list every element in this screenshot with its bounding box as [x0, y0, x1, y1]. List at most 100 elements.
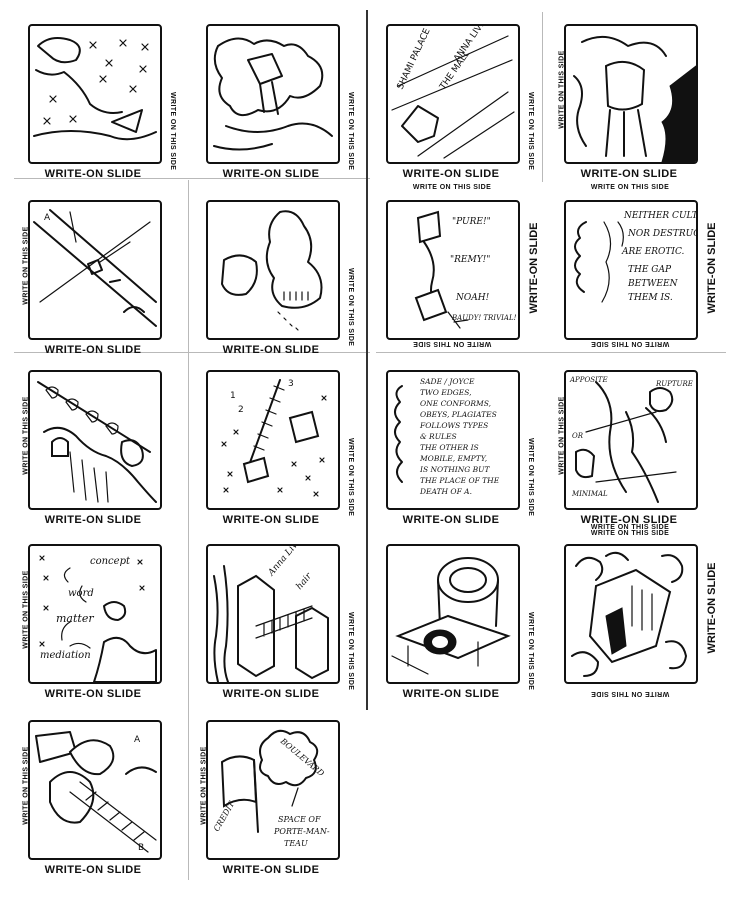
slide-7-label-remy: "REMY!"	[450, 255, 490, 265]
slide-3: ANNA LIVIA SHAMI PALACE THE MALL WRITE O…	[370, 16, 540, 191]
slide-11-text-7: THE OTHER IS	[420, 443, 479, 452]
slide-7: "PURE!" "REMY!" NOAH! BAUDY! TRIVIAL! WR…	[370, 192, 540, 364]
slide-caption: WRITE-ON SLIDE	[44, 688, 142, 700]
slide-5: A WRITE ON THIS SIDE WRITE-ON SLIDE	[12, 192, 182, 364]
slide-caption: WRITE-ON SLIDE	[528, 222, 540, 314]
slide-12-label-apposite: APPOSITE	[569, 376, 608, 384]
slide-11-text-6: & RULES	[420, 432, 457, 441]
side-label: WRITE ON THIS SIDE	[22, 396, 30, 475]
slide-7-drawing: "PURE!" "REMY!" NOAH! BAUDY! TRIVIAL!	[386, 200, 520, 340]
slide-18-label-porte: PORTE-MAN-	[273, 827, 330, 836]
slide-10-label-2: 2	[238, 405, 244, 415]
slide-11-text-11: DEATH OF A.	[419, 487, 472, 496]
slide-5-label-a: A	[44, 213, 51, 223]
side-label: WRITE ON THIS SIDE	[527, 612, 534, 691]
slide-11-text-4: OBEYS, PLAGIATES	[420, 410, 497, 419]
slide-2-drawing	[206, 24, 340, 164]
side-label: WRITE ON THIS SIDE	[347, 92, 354, 171]
slide-1: WRITE ON THIS SIDE WRITE-ON SLIDE	[12, 16, 182, 188]
slide-17-label-a: A	[134, 735, 141, 745]
slide-11: SADE / JOYCE TWO EDGES, ONE CONFORMS, OB…	[370, 362, 540, 534]
slide-7-label-noah: NOAH!	[455, 293, 490, 303]
slide-17-label-b: B	[138, 843, 144, 853]
slide-4: WRITE ON THIS SIDE WRITE-ON SLIDE WRITE …	[548, 16, 718, 191]
side-label: WRITE ON THIS SIDE	[590, 530, 670, 537]
slide-caption: WRITE-ON SLIDE	[222, 864, 320, 876]
slide-10-label-1: 1	[230, 391, 236, 401]
slide-caption: WRITE-ON SLIDE	[580, 168, 678, 180]
slide-12-label-or: OR	[572, 432, 584, 440]
slide-2: WRITE ON THIS SIDE WRITE-ON SLIDE	[190, 16, 360, 188]
slide-18-label-space: SPACE OF	[278, 815, 321, 824]
slide-7-label-baudy: BAUDY! TRIVIAL!	[451, 314, 517, 322]
side-label: WRITE ON THIS SIDE	[527, 92, 534, 171]
slide-13-label-concept: concept	[90, 556, 131, 567]
slide-14: Anna Livia's hair WRITE ON THIS SIDE WRI…	[190, 536, 360, 708]
slide-9: WRITE ON THIS SIDE WRITE-ON SLIDE	[12, 362, 182, 534]
slide-7-label-pure: "PURE!"	[452, 217, 491, 227]
slide-8-text-1: NEITHER CULTURE	[623, 211, 696, 221]
slide-11-text-10: THE PLACE OF THE	[420, 476, 500, 485]
side-label: WRITE ON THIS SIDE	[590, 184, 670, 191]
slide-caption: WRITE-ON SLIDE	[402, 514, 500, 526]
slide-16: WRITE ON THIS SIDE WRITE-ON SLIDE WRITE …	[548, 524, 718, 700]
cut-line	[188, 180, 189, 880]
slide-18-label-teau: TEAU	[284, 839, 308, 848]
slide-5-drawing: A	[28, 200, 162, 340]
slide-13-label-word: word	[68, 588, 94, 599]
slide-8: NEITHER CULTURE NOR DESTRUCTION ARE EROT…	[548, 192, 718, 364]
side-label: WRITE ON THIS SIDE	[527, 438, 534, 517]
slide-10: 1 2 3 WRITE ON THIS SIDE WRITE-ON SLIDE	[190, 362, 360, 534]
side-label: WRITE ON THIS SIDE	[347, 438, 354, 517]
cut-line	[14, 178, 370, 179]
slide-8-drawing: NEITHER CULTURE NOR DESTRUCTION ARE EROT…	[564, 200, 698, 340]
side-label: WRITE ON THIS SIDE	[347, 612, 354, 691]
slide-caption: WRITE-ON SLIDE	[222, 168, 320, 180]
side-label: WRITE ON THIS SIDE	[22, 746, 30, 825]
side-label: WRITE ON THIS SIDE	[22, 226, 30, 305]
slide-17: A B WRITE ON THIS SIDE WRITE-ON SLIDE	[12, 712, 182, 884]
slide-12-label-rupture: RUPTURE	[655, 380, 693, 388]
slide-9-drawing	[28, 370, 162, 510]
slide-caption: WRITE-ON SLIDE	[402, 688, 500, 700]
slide-13-label-matter: matter	[56, 612, 94, 625]
slide-6-drawing	[206, 200, 340, 340]
side-label: WRITE ON THIS SIDE	[590, 690, 670, 697]
slide-14-drawing: Anna Livia's hair	[206, 544, 340, 684]
slide-18-label-boulevard: BOULEVARD	[278, 736, 326, 779]
slide-17-drawing: A B	[28, 720, 162, 860]
slide-3-drawing: ANNA LIVIA SHAMI PALACE THE MALL	[386, 24, 520, 164]
slide-12-label-minimal: MINIMAL	[571, 490, 608, 498]
slide-18: BOULEVARD CREDIT SPACE OF PORTE-MAN- TEA…	[190, 712, 360, 884]
slide-11-text-2: TWO EDGES,	[420, 388, 471, 397]
cut-line	[366, 10, 368, 710]
slide-caption: WRITE-ON SLIDE	[706, 222, 718, 314]
slide-6: WRITE ON THIS SIDE WRITE-ON SLIDE	[190, 192, 360, 364]
slide-12-drawing: APPOSITE RUPTURE OR MINIMAL	[564, 370, 698, 510]
slide-caption: WRITE-ON SLIDE	[580, 514, 678, 526]
slide-12: APPOSITE RUPTURE OR MINIMAL WRITE ON THI…	[548, 362, 718, 537]
cut-line	[14, 352, 370, 353]
slide-caption: WRITE-ON SLIDE	[222, 514, 320, 526]
side-label: WRITE ON THIS SIDE	[412, 340, 492, 347]
slide-8-text-5: BETWEEN	[627, 279, 679, 289]
slide-caption: WRITE-ON SLIDE	[44, 168, 142, 180]
slide-11-drawing: SADE / JOYCE TWO EDGES, ONE CONFORMS, OB…	[386, 370, 520, 510]
slide-13-drawing: concept word matter mediation	[28, 544, 162, 684]
slide-1-drawing	[28, 24, 162, 164]
slide-11-text-3: ONE CONFORMS,	[420, 399, 491, 408]
side-label: WRITE ON THIS SIDE	[558, 50, 566, 129]
slide-caption: WRITE-ON SLIDE	[706, 562, 718, 654]
slide-caption: WRITE-ON SLIDE	[44, 514, 142, 526]
slide-8-text-4: THE GAP	[628, 265, 672, 275]
slide-15: WRITE ON THIS SIDE WRITE-ON SLIDE	[370, 536, 540, 708]
slide-caption: WRITE-ON SLIDE	[222, 344, 320, 356]
slide-13-label-mediation: mediation	[40, 650, 91, 661]
slide-11-text-8: MOBILE, EMPTY,	[419, 454, 487, 463]
slide-11-text-5: FOLLOWS TYPES	[419, 421, 488, 430]
slide-18-drawing: BOULEVARD CREDIT SPACE OF PORTE-MAN- TEA…	[206, 720, 340, 860]
slide-11-text-9: IS NOTHING BUT	[419, 465, 490, 474]
slide-4-drawing	[564, 24, 698, 164]
slide-caption: WRITE-ON SLIDE	[402, 168, 500, 180]
slide-caption: WRITE-ON SLIDE	[44, 864, 142, 876]
